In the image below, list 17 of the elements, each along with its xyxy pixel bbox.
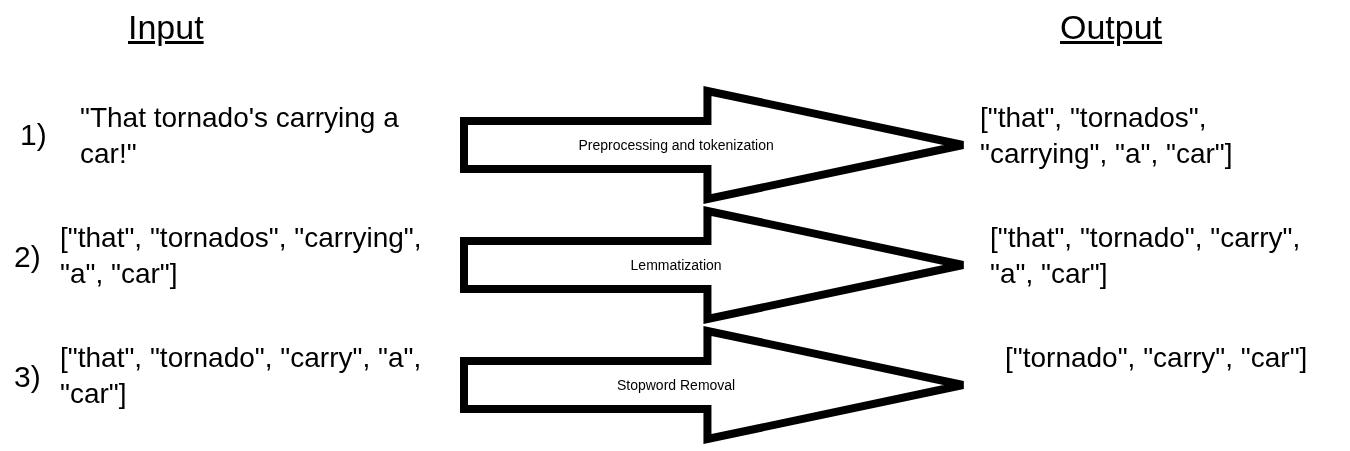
heading: Output bbox=[1060, 8, 1163, 47]
block-arrow bbox=[460, 206, 967, 324]
block-arrow bbox=[460, 86, 967, 204]
token-text: ["that", "tornado", "carry", "a", "car"] bbox=[990, 221, 1302, 291]
token-text: ["tornado", "carry", "car"] bbox=[1005, 341, 1308, 375]
edge-label: Lemmatization bbox=[630, 257, 722, 273]
token-text: ["that", "tornados", "carrying", "a", "car"] bbox=[60, 221, 423, 291]
edge-label: Preprocessing and tokenization bbox=[578, 137, 774, 153]
step-number: 1) bbox=[20, 118, 47, 152]
edge-label: Stopword Removal bbox=[616, 377, 736, 393]
heading: Input bbox=[128, 8, 204, 47]
block-arrow bbox=[460, 326, 967, 444]
token-text: "That tornado's carrying a car!" bbox=[80, 101, 400, 171]
step-number: 3) bbox=[14, 360, 41, 394]
token-text: ["that", "tornado", "carry", "a", "car"] bbox=[60, 341, 423, 411]
step-number: 2) bbox=[14, 240, 41, 274]
token-text: ["that", "tornados", "carrying", "a", "car"] bbox=[980, 101, 1234, 171]
